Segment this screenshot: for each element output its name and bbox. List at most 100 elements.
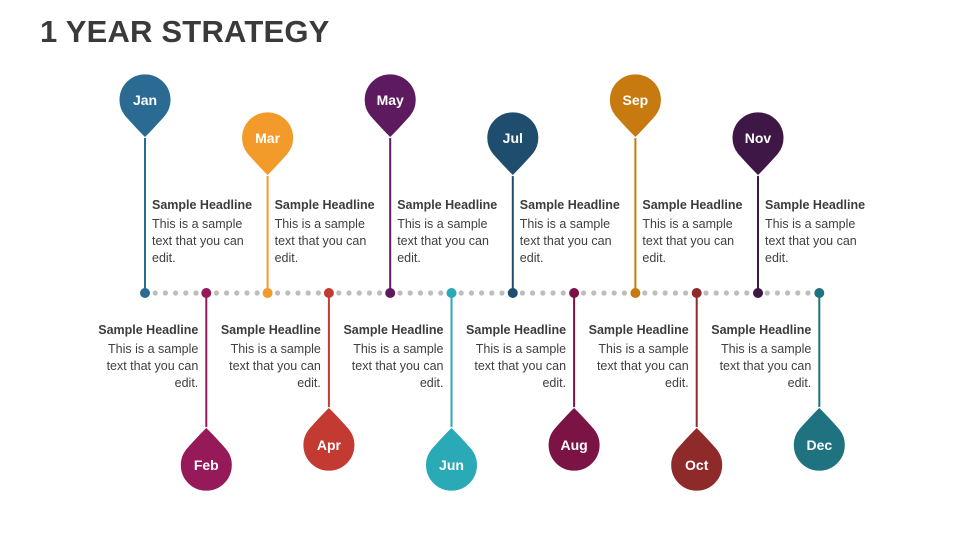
pin-feb [179, 426, 233, 492]
milestone-apr: Apr [302, 288, 356, 472]
timeline-dot [193, 290, 199, 296]
timeline-dot [795, 290, 801, 296]
body-text-jun: This is a sample text that you can edit. [351, 342, 444, 390]
body-text-sep: This is a sample text that you can edit. [642, 217, 735, 265]
timeline-dot [530, 290, 536, 296]
timeline-dot [581, 290, 587, 296]
timeline-node-may [385, 288, 396, 298]
timeline-dot [540, 290, 546, 296]
headline-apr: Sample Headline [220, 323, 321, 337]
pin-may [363, 73, 417, 139]
milestone-may: May [363, 73, 417, 298]
milestone-sep: Sep [608, 73, 662, 298]
timeline-dot [519, 290, 526, 296]
timeline-dot [254, 290, 260, 296]
month-label-aug: Aug [560, 437, 587, 453]
timeline-dot [356, 290, 362, 296]
pin-sep [608, 73, 662, 139]
headline-jan: Sample Headline [152, 198, 253, 212]
timeline-dot [499, 290, 505, 296]
month-label-dec: Dec [806, 437, 832, 453]
timeline-dot [213, 290, 219, 296]
headline-feb: Sample Headline [98, 323, 199, 337]
pin-aug [547, 406, 601, 472]
body-text-jul: This is a sample text that you can edit. [519, 217, 612, 265]
headline-oct: Sample Headline [588, 323, 689, 337]
month-label-apr: Apr [317, 437, 342, 453]
timeline-dot [315, 290, 321, 296]
page-title: 1 YEAR STRATEGY [40, 14, 330, 49]
timeline-dot [744, 290, 750, 296]
timeline-dot [244, 290, 250, 296]
headline-jul: Sample Headline [519, 198, 620, 212]
timeline-dot [642, 290, 648, 296]
timeline-dot [785, 290, 791, 296]
month-label-nov: Nov [745, 130, 772, 146]
timeline-dot [275, 290, 281, 296]
timeline-dot [601, 290, 607, 296]
timeline-dot [152, 290, 158, 296]
milestone-dec: Dec [792, 288, 846, 472]
timeline-dot [305, 290, 311, 296]
timeline-node-feb [201, 288, 212, 298]
timeline-dot [713, 290, 719, 296]
timeline-dot [479, 290, 485, 296]
timeline-dots [142, 290, 821, 296]
month-label-sep: Sep [623, 92, 649, 108]
timeline-dot [458, 290, 464, 296]
timeline-node-aug [569, 288, 580, 298]
body-text-mar: This is a sample text that you can edit. [274, 217, 367, 265]
timeline-node-nov [753, 288, 763, 298]
timeline-dot [683, 290, 689, 296]
body-text-jan: This is a sample text that you can edit. [152, 217, 244, 265]
month-label-jul: Jul [503, 130, 523, 146]
timeline-dot [662, 290, 668, 296]
body-text-nov: This is a sample text that you can edit. [765, 217, 857, 265]
timeline-dot [734, 290, 740, 296]
timeline-dot [295, 290, 301, 296]
milestone-jan: Jan [118, 73, 172, 298]
timeline-dot [407, 290, 413, 296]
headline-dec: Sample Headline [711, 323, 812, 337]
timeline-node-jun [446, 288, 457, 298]
timeline-dot [162, 290, 168, 296]
timeline-dot [173, 290, 179, 296]
milestone-jun: Jun [425, 288, 478, 492]
timeline-dot [652, 290, 658, 296]
headline-jun: Sample Headline [343, 323, 444, 337]
timeline-dot [550, 290, 556, 296]
timeline-node-jan [140, 288, 150, 298]
milestone-jul: Jul [486, 111, 540, 298]
timeline-dot [183, 290, 189, 296]
timeline-dot [468, 290, 474, 296]
timeline-node-mar [262, 288, 273, 298]
timeline-dot [285, 290, 291, 296]
milestone-mar: Mar [241, 111, 295, 298]
body-text-oct: This is a sample text that you can edit. [596, 342, 689, 390]
month-label-may: May [377, 92, 404, 108]
timeline-dot [764, 290, 770, 296]
month-label-feb: Feb [194, 457, 219, 473]
timeline-node-oct [691, 288, 702, 298]
timeline-dot [366, 290, 372, 296]
body-text-dec: This is a sample text that you can edit. [719, 342, 812, 390]
timeline-dot [336, 290, 342, 296]
milestone-nov: Nov [731, 111, 785, 298]
timeline-dot [489, 290, 495, 296]
headline-sep: Sample Headline [642, 198, 743, 212]
body-text-aug: This is a sample text that you can edit. [474, 342, 567, 390]
milestone-aug: Aug [547, 288, 601, 472]
timeline-dot [560, 290, 566, 296]
pin-jul [486, 111, 540, 177]
timeline-dot [224, 290, 230, 296]
pin-nov [731, 111, 785, 177]
milestone-feb: Feb [179, 288, 233, 492]
